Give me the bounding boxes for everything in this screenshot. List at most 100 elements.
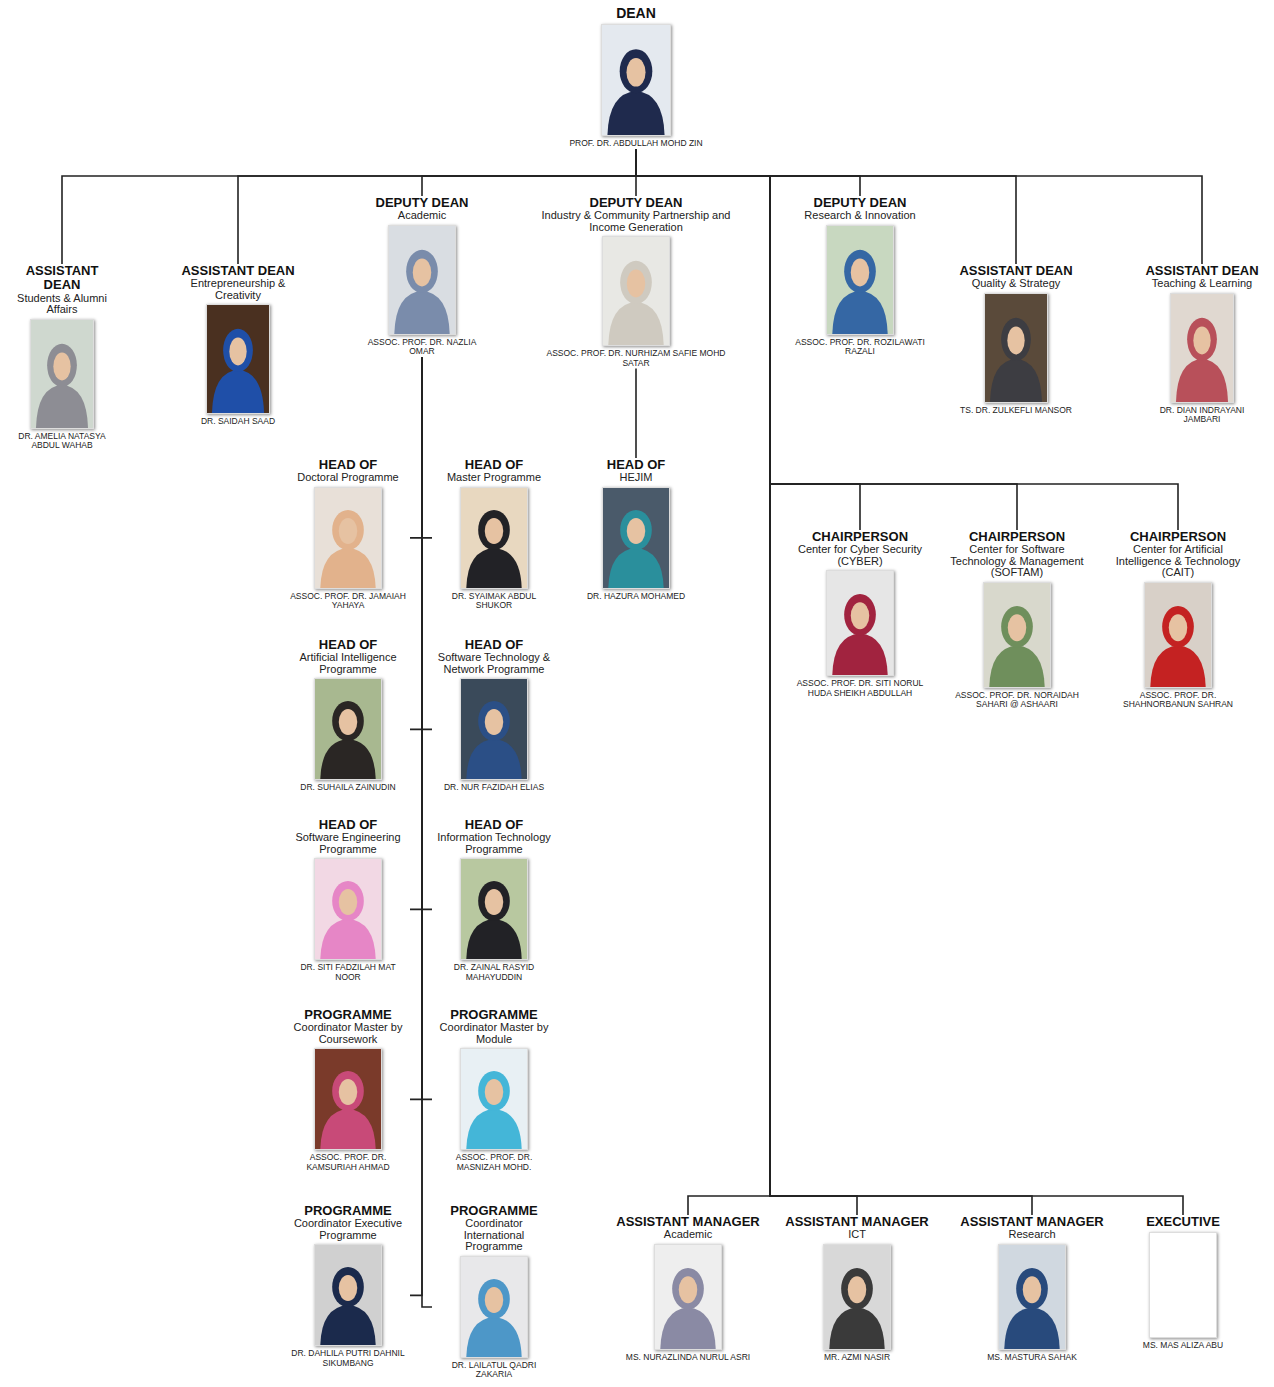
role-title: PROGRAMME (434, 1008, 554, 1022)
person-name: DR. DIAN INDRAYANI JAMBARI (1142, 406, 1262, 425)
photo-head (672, 1268, 704, 1310)
role-title: DEPUTY DEAN (787, 196, 933, 210)
photo-head (478, 881, 510, 921)
role-unit: Academic (354, 210, 490, 222)
photo-body (1004, 1307, 1059, 1349)
portrait-photo (460, 1048, 528, 1150)
photo-face (679, 1276, 697, 1303)
org-card: CHAIRPERSONCenter for Artificial Intelli… (1103, 530, 1253, 710)
reporting-line (422, 357, 432, 1100)
portrait-photo (314, 678, 382, 780)
person-name: MS. NURAZLINDA NURUL ASRI (615, 1353, 761, 1363)
org-card: PROGRAMMECoordinator Master by Coursewor… (286, 1008, 410, 1172)
photo-body (607, 91, 664, 135)
portrait-photo (460, 678, 528, 780)
photo-body (320, 919, 375, 959)
photo-body (466, 739, 521, 779)
role-unit: Master Programme (434, 472, 554, 484)
role-title: PROGRAMME (288, 1008, 408, 1022)
org-card: PROGRAMMECoordinator Executive Programme… (286, 1204, 410, 1368)
photo-head (620, 510, 652, 550)
portrait-photo (314, 858, 382, 960)
photo-ground (827, 226, 893, 334)
reporting-line (410, 357, 422, 1100)
role-title: CHAIRPERSON (941, 530, 1093, 544)
role-unit: Center for Software Technology & Managem… (941, 544, 1093, 579)
role-unit: Coordinator Master by Module (434, 1022, 554, 1045)
photo-body (1176, 359, 1228, 402)
photo-head (223, 329, 253, 372)
portrait-photo (314, 487, 382, 589)
photo-body (660, 1307, 715, 1349)
photo-face (413, 258, 431, 286)
photo-face (1008, 614, 1026, 641)
photo-head (478, 510, 510, 550)
role-unit: Information Technology Programme (434, 832, 554, 855)
org-card: ASSISTANT MANAGERAcademicMS. NURAZLINDA … (613, 1215, 763, 1362)
role-title: HEAD OF (434, 818, 554, 832)
role-title: HEAD OF (576, 458, 696, 472)
role-title: HEAD OF (434, 638, 554, 652)
photo-head (332, 1267, 364, 1307)
photo-head (844, 250, 876, 293)
person-name: ASSOC. PROF. DR. JAMAIAH YAHAYA (288, 592, 408, 611)
photo-ground (461, 1257, 527, 1357)
photo-face (1023, 1276, 1041, 1303)
org-card: ASSISTANT DEANStudents & Alumni AffairsD… (4, 264, 120, 451)
portrait-photo (998, 1244, 1066, 1350)
reporting-line (636, 149, 1183, 1215)
person-name: ASSOC. PROF. DR. KAMSURIAH AHMAD (288, 1153, 408, 1172)
role-title: ASSISTANT MANAGER (959, 1215, 1105, 1229)
photo-face (627, 270, 645, 298)
photo-ground (315, 679, 381, 779)
role-title: ASSISTANT MANAGER (784, 1215, 930, 1229)
photo-ground (389, 226, 455, 334)
photo-body (466, 919, 521, 959)
role-unit: Academic (615, 1229, 761, 1241)
photo-body (608, 302, 663, 345)
role-unit: Coordinator Executive Programme (288, 1218, 408, 1241)
role-title: HEAD OF (288, 458, 408, 472)
photo-face (485, 889, 503, 915)
person-name: DR. NUR FAZIDAH ELIAS (434, 783, 554, 793)
person-name: ASSOC. PROF. DR. MASNIZAH MOHD. (434, 1153, 554, 1172)
photo-ground (603, 488, 669, 588)
portrait-photo (1144, 582, 1212, 688)
person-name: DR. ZAINAL RASYID MAHAYUDDIN (434, 963, 554, 982)
person-name: DR. LAILATUL QADRI ZAKARIA (434, 1361, 554, 1380)
photo-ground (602, 25, 670, 135)
org-card: HEAD OFSoftware Technology & Network Pro… (432, 638, 556, 793)
reporting-line (62, 149, 636, 264)
role-unit: Doctoral Programme (288, 472, 408, 484)
photo-ground (655, 1245, 721, 1349)
photo-head (620, 50, 653, 94)
reporting-line (636, 149, 1032, 1215)
portrait-photo (206, 304, 270, 414)
role-title: ASSISTANT MANAGER (615, 1215, 761, 1229)
photo-face (626, 58, 645, 87)
photo-body (990, 359, 1042, 402)
portrait-photo (602, 487, 670, 589)
photo-ground (984, 583, 1050, 687)
photo-ground (1150, 1233, 1216, 1337)
org-card: PROGRAMMECoordinator Master by ModuleASS… (432, 1008, 556, 1172)
photo-face (848, 1276, 866, 1303)
photo-face (339, 1275, 357, 1301)
photo-body (320, 1305, 375, 1345)
person-name: ASSOC. PROF. DR. SITI NORUL HUDA SHEIKH … (787, 679, 933, 698)
role-unit: Software Technology & Network Programme (434, 652, 554, 675)
photo-ground (1145, 583, 1211, 687)
role-unit: Coordinator International Programme (434, 1218, 554, 1253)
reporting-line (422, 149, 636, 196)
photo-ground (461, 1049, 527, 1149)
reporting-line (410, 357, 422, 910)
person-name: DR. AMELIA NATASYA ABDUL WAHAB (6, 432, 118, 451)
org-card: PROGRAMMECoordinator International Progr… (432, 1204, 556, 1380)
reporting-line (636, 149, 1017, 530)
photo-ground (985, 294, 1047, 402)
role-title: ASSISTANT DEAN (6, 264, 118, 293)
photo-head (478, 701, 510, 741)
photo-ground (31, 320, 93, 428)
role-unit: ICT (784, 1229, 930, 1241)
photo-head (1162, 606, 1194, 648)
